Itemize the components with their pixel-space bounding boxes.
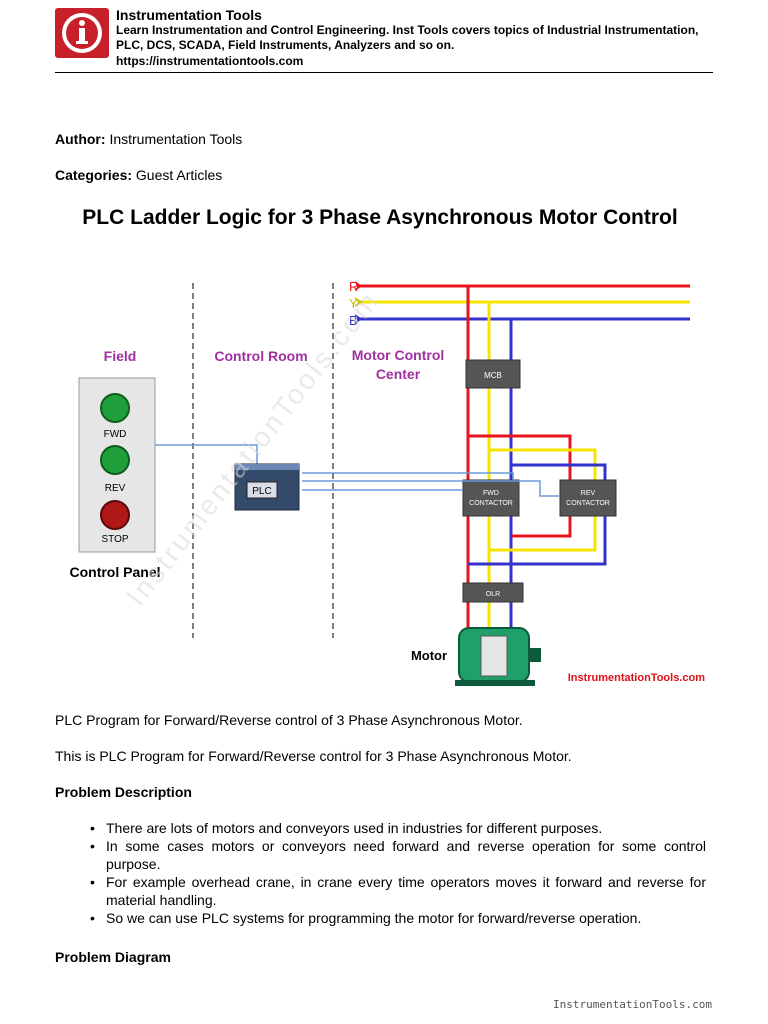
header-divider: [55, 72, 713, 73]
fwd-contactor: FWD CONTACTOR: [462, 479, 520, 517]
motor-graphic: [455, 627, 541, 686]
stop-button-light: [100, 500, 130, 530]
author-line: Author: Instrumentation Tools: [55, 130, 242, 148]
list-item: There are lots of motors and conveyors u…: [88, 819, 706, 837]
svg-text:STOP: STOP: [101, 534, 128, 545]
mcb-box: MCB: [465, 359, 521, 389]
olr-box: OLR: [462, 582, 524, 603]
control-panel-box: FWD REV STOP: [78, 377, 156, 553]
svg-text:OLR: OLR: [486, 591, 500, 598]
page-footer: InstrumentationTools.com: [553, 998, 712, 1011]
svg-text:REV: REV: [105, 483, 126, 494]
phase-r-label: R: [349, 279, 358, 294]
control-panel-label: Control Panel: [69, 564, 160, 580]
zone-control-room-label: Control Room: [214, 348, 307, 364]
watermark: InstrumentationTools.com: [120, 284, 385, 611]
categories-value[interactable]: Guest Articles: [135, 167, 223, 183]
author-value[interactable]: Instrumentation Tools: [109, 131, 243, 147]
site-logo: [55, 8, 109, 58]
site-url[interactable]: https://instrumentationtools.com: [116, 54, 304, 68]
svg-text:FWD: FWD: [104, 429, 127, 440]
svg-text:PLC: PLC: [252, 486, 271, 497]
problem-description-heading: Problem Description: [55, 784, 192, 800]
categories-label: Categories:: [55, 167, 133, 183]
svg-text:MCB: MCB: [484, 371, 502, 380]
motor-control-diagram: R Y B MCB FWD CONTACTOR REV C: [69, 279, 706, 686]
svg-text:CONTACTOR: CONTACTOR: [469, 500, 513, 507]
svg-text:REV: REV: [581, 490, 596, 497]
intro-paragraph-2: This is PLC Program for Forward/Reverse …: [55, 748, 572, 764]
list-item: In some cases motors or conveyors need f…: [88, 837, 706, 873]
svg-text:FWD: FWD: [483, 490, 499, 497]
motor-label: Motor: [411, 648, 447, 663]
plc-unit: PLC: [234, 463, 300, 511]
problem-diagram-heading: Problem Diagram: [55, 949, 171, 965]
svg-text:CONTACTOR: CONTACTOR: [566, 500, 610, 507]
fwd-button-light: [100, 393, 130, 423]
rev-button-light: [100, 445, 130, 475]
diagram-credit: InstrumentationTools.com: [568, 672, 706, 684]
bus-arrows: [354, 281, 363, 324]
problem-description-list: There are lots of motors and conveyors u…: [88, 819, 706, 927]
categories-line: Categories: Guest Articles: [55, 166, 222, 184]
author-label: Author:: [55, 131, 106, 147]
rev-contactor: REV CONTACTOR: [559, 479, 617, 517]
list-item: For example overhead crane, in crane eve…: [88, 873, 706, 909]
intro-paragraph-1: PLC Program for Forward/Reverse control …: [55, 712, 523, 728]
phase-b-label: B: [349, 313, 358, 328]
site-name: Instrumentation Tools: [116, 7, 262, 23]
zone-field-label: Field: [104, 348, 137, 364]
site-description: Learn Instrumentation and Control Engine…: [116, 23, 699, 52]
list-item: So we can use PLC systems for programmin…: [88, 909, 706, 927]
document-title: PLC Ladder Logic for 3 Phase Asynchronou…: [82, 206, 678, 229]
zone-mcc-label-2: Center: [376, 366, 421, 382]
zone-mcc-label-1: Motor Control: [352, 347, 445, 363]
phase-y-label: Y: [349, 296, 358, 311]
